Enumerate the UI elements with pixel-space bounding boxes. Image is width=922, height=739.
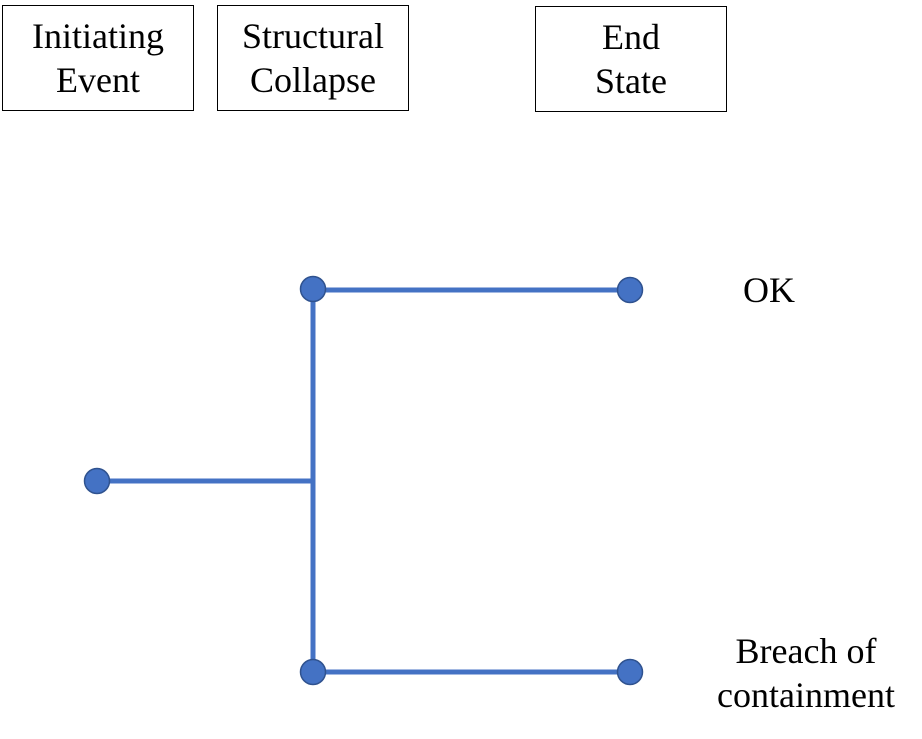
end-state-header-line1: End: [602, 17, 660, 57]
breach-outcome-label: Breach of containment: [706, 629, 906, 717]
initiating-event-header-line2: Event: [56, 60, 140, 100]
ok-outcome-label: OK: [743, 270, 795, 310]
breach-end-node: [616, 658, 644, 686]
end-state-header: End State: [535, 6, 727, 112]
split-lower-node: [299, 658, 327, 686]
initiating-event-header: Initiating Event: [2, 5, 194, 111]
breach-outcome-label-line1: Breach of: [735, 631, 877, 671]
initiating-event-node: [83, 467, 111, 495]
split-upper-node: [299, 275, 327, 303]
ok-end-node: [616, 276, 644, 304]
structural-collapse-header-line2: Collapse: [250, 60, 376, 100]
structural-collapse-header: Structural Collapse: [217, 5, 409, 111]
initiating-event-header-line1: Initiating: [32, 16, 164, 56]
breach-outcome-label-line2: containment: [717, 675, 895, 715]
end-state-header-line2: State: [595, 61, 667, 101]
structural-collapse-header-line1: Structural: [242, 16, 384, 56]
